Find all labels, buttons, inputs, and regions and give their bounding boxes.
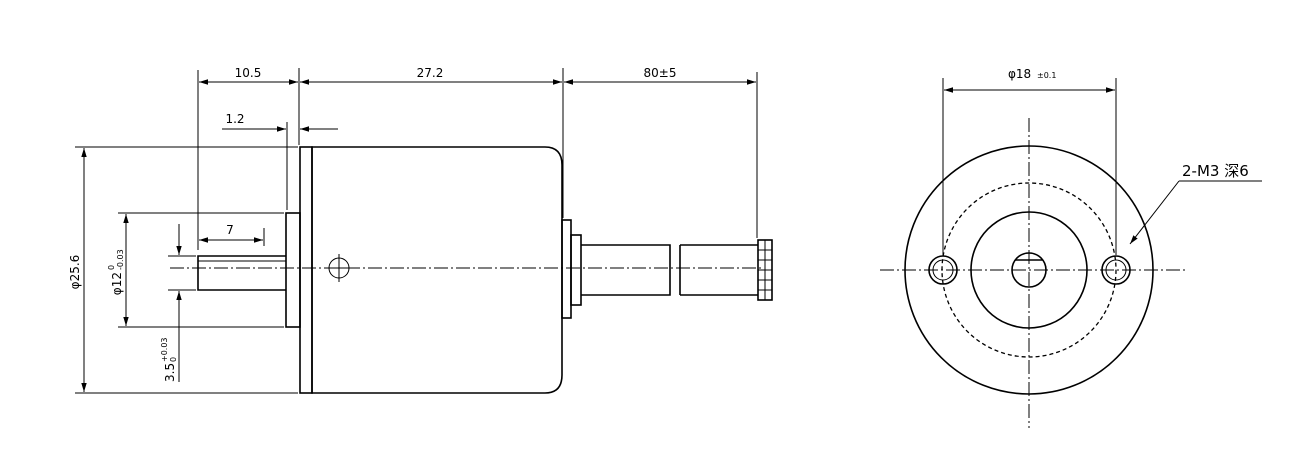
center-mark-icon xyxy=(325,254,353,282)
mounting-hole-right xyxy=(1101,255,1131,285)
dim-dia12-upper-tol: 0 xyxy=(107,265,116,270)
dim-80: 80±5 xyxy=(644,66,677,80)
rear-shaft-a xyxy=(581,244,671,296)
front-flange xyxy=(299,146,313,394)
front-view: φ18 ±0.1 2-M3 深6 xyxy=(880,67,1262,428)
dim-dia18-tol: ±0.1 xyxy=(1037,71,1056,80)
rear-shaft-b xyxy=(679,244,758,296)
hole-callout: 2-M3 深6 xyxy=(1182,162,1249,180)
side-view: 10.5 27.2 80±5 1.2 7 φ25.6 φ12 0 -0.03 xyxy=(68,66,773,394)
dim-3-5: 3.5 xyxy=(163,363,177,382)
dim-27-2: 27.2 xyxy=(417,66,444,80)
rear-collar xyxy=(570,234,582,306)
outer-circle xyxy=(904,145,1154,395)
knurled-end xyxy=(757,239,773,301)
mounting-hole-left xyxy=(928,255,958,285)
dim-3-5-upper-tol: +0.03 xyxy=(160,337,169,362)
pilot-boss xyxy=(285,212,301,328)
rear-boss xyxy=(561,219,572,319)
front-shaft xyxy=(197,255,286,291)
dim-dia12: φ12 xyxy=(110,272,124,295)
dim-1-2: 1.2 xyxy=(225,112,244,126)
dim-10-5: 10.5 xyxy=(235,66,262,80)
dim-dia18: φ18 xyxy=(1008,67,1031,81)
boss-circle xyxy=(970,211,1088,329)
dim-7: 7 xyxy=(226,223,234,237)
dim-dia25-6: φ25.6 xyxy=(68,255,82,290)
dim-3-5-lower-tol: 0 xyxy=(169,357,178,362)
motor-body xyxy=(311,146,563,394)
shaft-circle xyxy=(1011,252,1047,288)
dim-dia12-lower-tol: -0.03 xyxy=(116,249,125,270)
hidden-circle xyxy=(941,182,1117,358)
